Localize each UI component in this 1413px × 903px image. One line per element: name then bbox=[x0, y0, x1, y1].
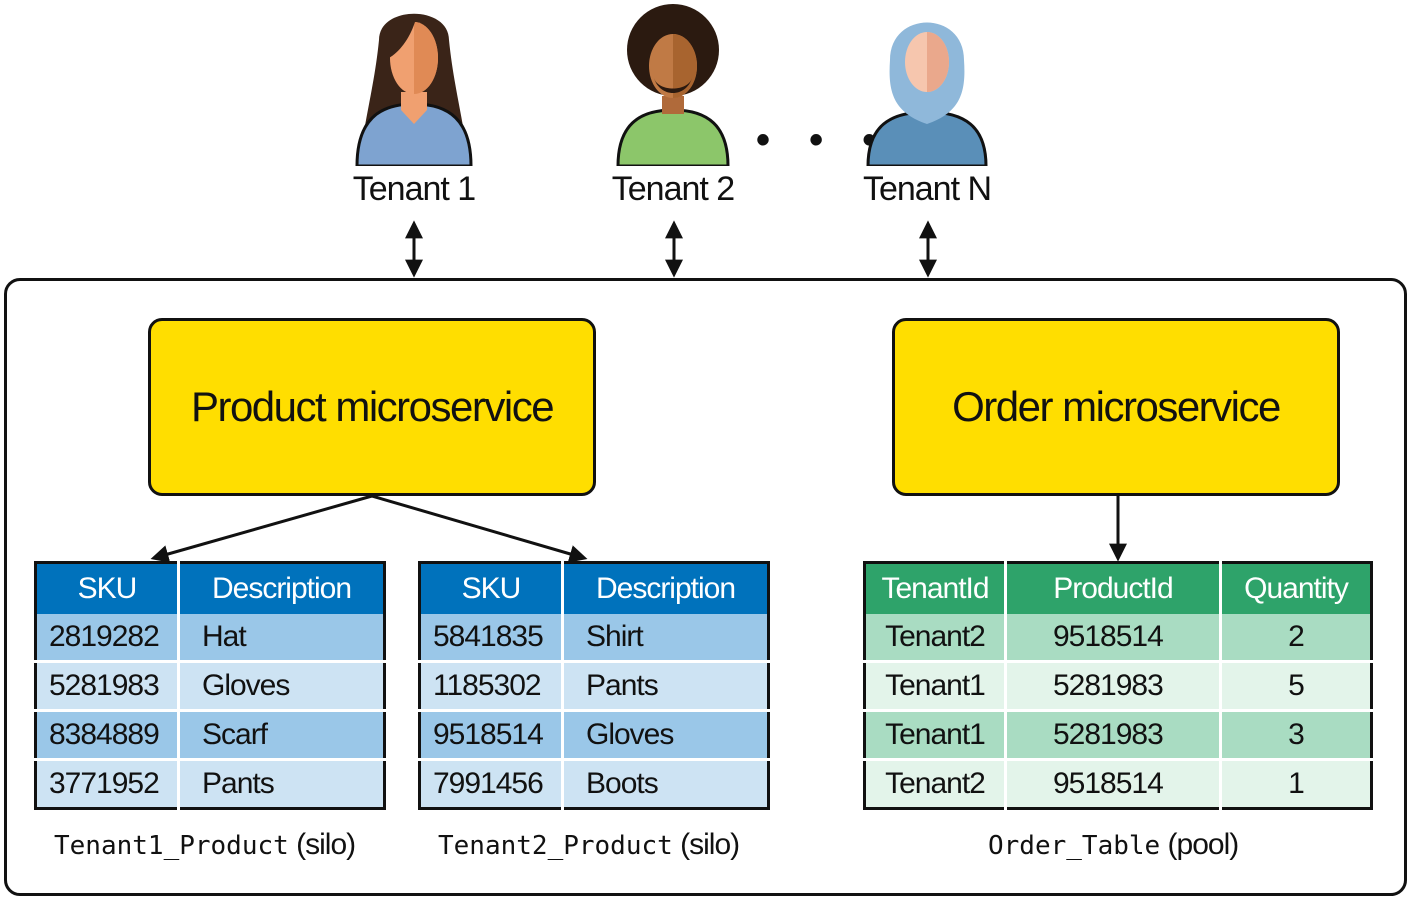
quantity-header: Quantity bbox=[1219, 562, 1372, 614]
description-header: Description bbox=[561, 562, 769, 614]
description-cell: Scarf bbox=[177, 709, 385, 760]
table-row: 5281983 Gloves bbox=[35, 660, 385, 711]
productid-header: ProductId bbox=[1004, 562, 1221, 614]
tenant2-product-table: SKU Description 5841835 Shirt 1185302 Pa… bbox=[418, 561, 770, 810]
tenant-1: Tenant 1 bbox=[314, 0, 514, 209]
more-tenants-ellipsis: • • • bbox=[756, 118, 891, 162]
table-row: 2819282 Hat bbox=[35, 614, 385, 662]
order-table: TenantId ProductId Quantity Tenant2 9518… bbox=[863, 561, 1373, 810]
tenantid-cell: Tenant2 bbox=[864, 758, 1006, 809]
productid-cell: 9518514 bbox=[1004, 758, 1221, 809]
description-cell: Hat bbox=[177, 614, 385, 662]
sku-header: SKU bbox=[35, 562, 179, 614]
description-cell: Pants bbox=[177, 758, 385, 809]
productid-cell: 5281983 bbox=[1004, 660, 1221, 711]
sku-cell: 7991456 bbox=[419, 758, 563, 809]
sku-cell: 2819282 bbox=[35, 614, 179, 662]
table-row: 3771952 Pants bbox=[35, 758, 385, 809]
tenantid-header: TenantId bbox=[864, 562, 1006, 614]
quantity-cell: 1 bbox=[1219, 758, 1372, 809]
table-model: (silo) bbox=[296, 828, 356, 861]
table-model: (silo) bbox=[680, 828, 740, 861]
product-to-tenant2-arrow bbox=[371, 494, 588, 563]
sku-cell: 1185302 bbox=[419, 660, 563, 711]
quantity-cell: 2 bbox=[1219, 614, 1372, 662]
tenantid-cell: Tenant1 bbox=[864, 660, 1006, 711]
product-to-tenant1-arrow bbox=[150, 494, 373, 563]
tenantid-cell: Tenant2 bbox=[864, 614, 1006, 662]
tenant-n: Tenant N bbox=[827, 0, 1027, 209]
sku-cell: 9518514 bbox=[419, 709, 563, 760]
productid-cell: 5281983 bbox=[1004, 709, 1221, 760]
description-header: Description bbox=[177, 562, 385, 614]
table-model: (pool) bbox=[1167, 828, 1240, 861]
table-row: 7991456 Boots bbox=[419, 758, 769, 809]
table-row: 1185302 Pants bbox=[419, 660, 769, 711]
sku-cell: 5281983 bbox=[35, 660, 179, 711]
table-name: Order_Table bbox=[988, 831, 1161, 861]
table-row: Tenant1 5281983 3 bbox=[864, 709, 1372, 760]
table-row: Tenant2 9518514 1 bbox=[864, 758, 1372, 809]
man-avatar-icon bbox=[616, 4, 730, 166]
product-microservice: Product microservice bbox=[148, 318, 596, 496]
table-name: Tenant2_Product bbox=[438, 831, 673, 861]
table-row: 9518514 Gloves bbox=[419, 709, 769, 760]
description-cell: Pants bbox=[561, 660, 769, 711]
tenant-2: Tenant 2 bbox=[573, 0, 773, 209]
description-cell: Boots bbox=[561, 758, 769, 809]
description-cell: Shirt bbox=[561, 614, 769, 662]
tenantid-cell: Tenant1 bbox=[864, 709, 1006, 760]
tenant1-product-table: SKU Description 2819282 Hat 5281983 Glov… bbox=[34, 561, 386, 810]
sku-cell: 8384889 bbox=[35, 709, 179, 760]
order-microservice: Order microservice bbox=[892, 318, 1340, 496]
tenant1-table-caption: Tenant1_Product (silo) bbox=[54, 828, 356, 862]
sku-cell: 5841835 bbox=[419, 614, 563, 662]
tenant2-table-caption: Tenant2_Product (silo) bbox=[438, 828, 740, 862]
table-row: Tenant1 5281983 5 bbox=[864, 660, 1372, 711]
tenant-2-label: Tenant 2 bbox=[611, 170, 735, 208]
table-row: 5841835 Shirt bbox=[419, 614, 769, 662]
description-cell: Gloves bbox=[561, 709, 769, 760]
tenant-n-label: Tenant N bbox=[862, 170, 992, 208]
table-name: Tenant1_Product bbox=[54, 831, 289, 861]
table-row: 8384889 Scarf bbox=[35, 709, 385, 760]
sku-header: SKU bbox=[419, 562, 563, 614]
hijab-woman-avatar-icon bbox=[866, 22, 988, 166]
quantity-cell: 5 bbox=[1219, 660, 1372, 711]
tenant-1-label: Tenant 1 bbox=[352, 170, 476, 208]
woman-avatar-icon bbox=[355, 13, 473, 166]
quantity-cell: 3 bbox=[1219, 709, 1372, 760]
productid-cell: 9518514 bbox=[1004, 614, 1221, 662]
description-cell: Gloves bbox=[177, 660, 385, 711]
table-row: Tenant2 9518514 2 bbox=[864, 614, 1372, 662]
sku-cell: 3771952 bbox=[35, 758, 179, 809]
system-boundary bbox=[4, 278, 1407, 896]
order-table-caption: Order_Table (pool) bbox=[988, 828, 1240, 862]
